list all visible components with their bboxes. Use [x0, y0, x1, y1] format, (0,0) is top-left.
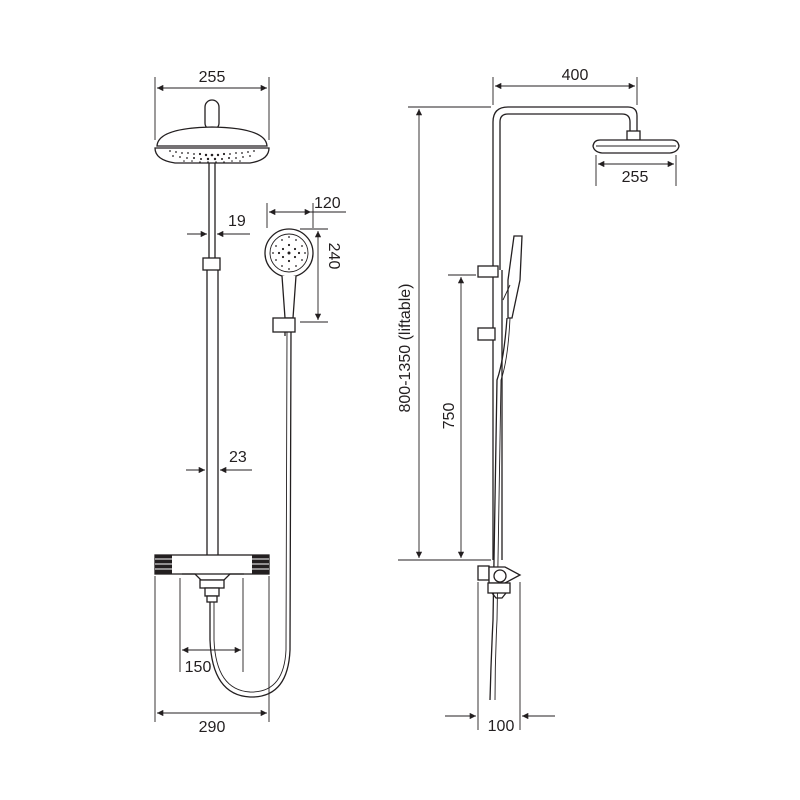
upper-riser-pipe — [202, 163, 221, 271]
dim-wall-distance: 100 — [445, 582, 555, 735]
dim-label-800-1350: 800-1350 (liftable) — [397, 284, 414, 413]
dim-label-19: 19 — [228, 213, 246, 230]
dim-height-range: 800-1350 (liftable) — [397, 106, 491, 561]
overhead-shower-head — [154, 99, 270, 164]
lower-riser-pipe — [206, 270, 219, 555]
dim-label-100: 100 — [488, 718, 515, 735]
dim-inlet-height: 750 — [441, 274, 476, 558]
dim-label-290: 290 — [199, 719, 226, 736]
dim-lower-pipe: 23 — [186, 449, 252, 474]
front-view: 255 19 23 120 240 — [154, 69, 346, 736]
dim-upper-pipe: 19 — [187, 213, 250, 238]
side-top-bracket — [477, 265, 499, 278]
dim-outlet-spacing: 150 — [179, 578, 244, 676]
dim-handshower-width: 120 — [266, 195, 346, 228]
hand-shower — [264, 228, 314, 336]
side-riser-arm — [492, 106, 638, 560]
side-view: 400 255 800-1350 (liftable) 750 — [397, 67, 680, 735]
side-overhead-shower-head — [592, 130, 680, 154]
side-hose — [489, 317, 508, 701]
dim-label-150: 150 — [185, 659, 212, 676]
front-hose — [209, 329, 292, 698]
side-valve — [477, 565, 522, 599]
thermostatic-valve — [154, 554, 270, 603]
dim-overhead-width: 255 — [154, 69, 270, 140]
dim-valve-width: 290 — [154, 576, 270, 736]
dim-label-750: 750 — [441, 403, 458, 430]
side-hand-shower — [502, 235, 523, 319]
side-middle-bracket — [477, 327, 496, 341]
dim-arm-projection: 400 — [492, 67, 638, 105]
dim-label-120: 120 — [314, 195, 341, 212]
dim-side-overhead-width: 255 — [595, 155, 677, 186]
dim-label-255-side: 255 — [622, 169, 649, 186]
handshower-holder — [272, 317, 296, 333]
dim-label-400: 400 — [562, 67, 589, 84]
dim-handshower-height: 240 — [300, 228, 342, 323]
dim-label-23: 23 — [229, 449, 247, 466]
dim-label-255-top: 255 — [199, 69, 226, 86]
slide-coupling — [202, 257, 221, 271]
dim-label-240: 240 — [325, 243, 342, 270]
